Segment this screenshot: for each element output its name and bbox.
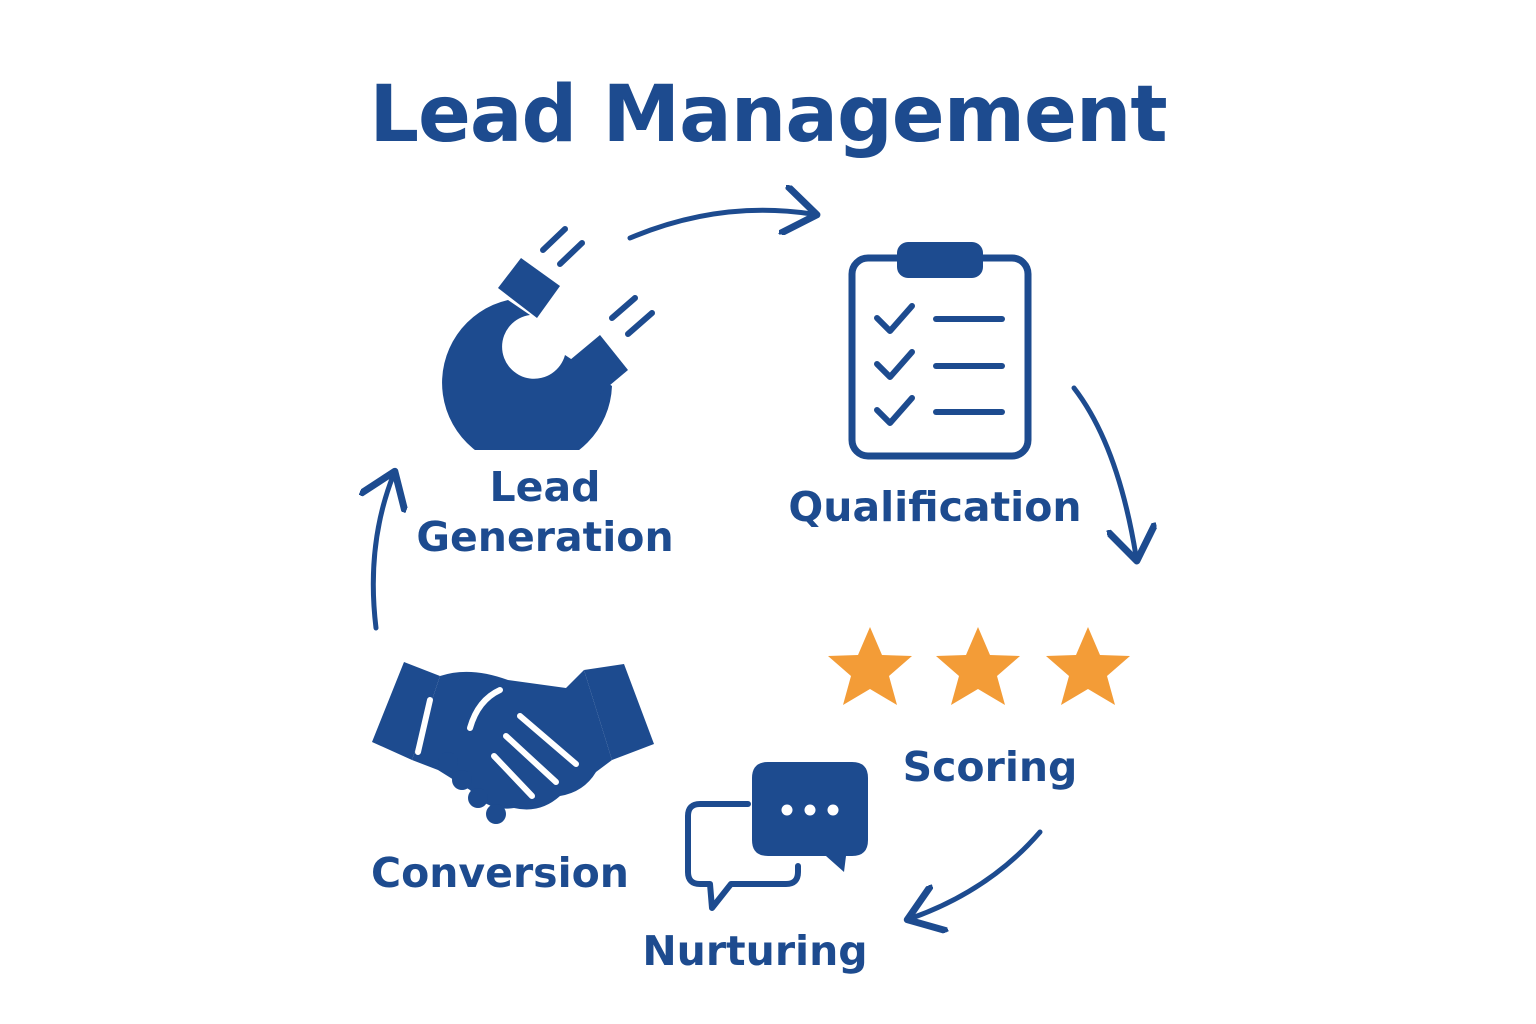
chat-bubbles-icon: [685, 762, 868, 911]
page-title: Lead Management: [369, 70, 1167, 160]
stage-label-qualification: Qualification: [788, 483, 1082, 531]
stage-label-conversion: Conversion: [370, 849, 629, 897]
clipboard-checklist-icon: [848, 242, 1032, 460]
star-icon: [1046, 627, 1130, 705]
star-icon: [936, 627, 1020, 705]
arrow-conversion-to-generation: [373, 476, 393, 631]
arrow-qualification-to-scoring: [1071, 385, 1136, 556]
arrow-scoring-to-nurturing: [912, 829, 1043, 918]
three-stars-icon: [828, 627, 1130, 705]
arrow-generation-to-qualification: [627, 210, 812, 241]
stage-label-lead-generation: Lead Generation: [416, 463, 674, 561]
stage-label-nurturing: Nurturing: [642, 927, 868, 975]
stage-label-scoring: Scoring: [902, 743, 1078, 791]
handshake-icon: [372, 662, 654, 824]
star-icon: [828, 627, 912, 705]
magnet-icon: [442, 226, 655, 450]
